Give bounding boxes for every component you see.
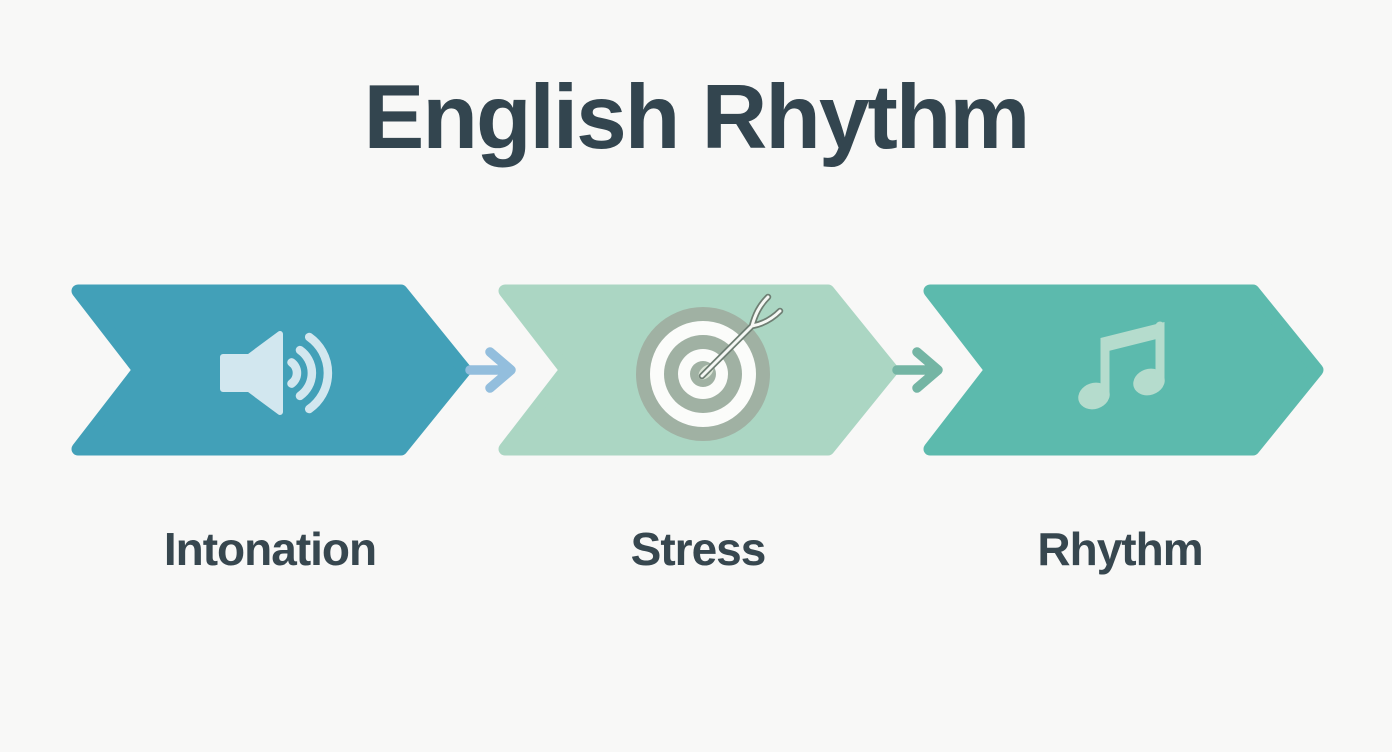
chevron-rhythm-shape (923, 284, 1324, 456)
sound-wave-large (304, 332, 333, 414)
speaker-icon (220, 331, 333, 415)
arrow-intonation-to-stress-icon (465, 347, 516, 393)
chevron-stress (498, 284, 899, 456)
arrow-stress-to-rhythm-icon (892, 347, 943, 393)
music-note-icon (1078, 321, 1165, 410)
step-label-stress: Stress (630, 523, 767, 575)
step-label-intonation: Intonation (163, 523, 377, 575)
diagram-title: English Rhythm (363, 67, 1031, 168)
step-label-rhythm: Rhythm (1037, 523, 1203, 575)
chevron-intonation (71, 284, 472, 456)
sound-wave-medium (295, 345, 317, 401)
sound-wave-small (287, 358, 302, 388)
note-beam (1100, 322, 1165, 353)
chevron-rhythm (923, 284, 1324, 456)
dart (698, 293, 784, 380)
speaker-body (220, 331, 283, 415)
target-icon (636, 293, 784, 441)
